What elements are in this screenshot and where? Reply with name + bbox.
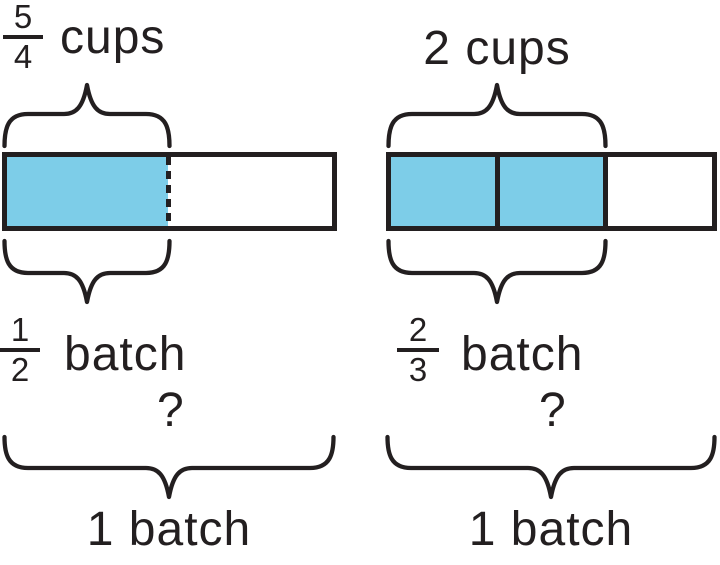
- right-tape-bar: [386, 152, 717, 231]
- right-total-label: 1 batch: [468, 503, 634, 556]
- right-lower-brace: [386, 238, 608, 305]
- right-batch-unit-label: batch: [461, 328, 584, 381]
- left-lower-brace: [2, 238, 172, 305]
- left-cups-fraction-denominator: 4: [13, 38, 33, 75]
- left-question-mark: ?: [157, 384, 184, 437]
- left-cups-fraction: 5 4: [3, 0, 43, 73]
- right-cups-label: 2 cups: [423, 22, 571, 75]
- left-upper-brace: [2, 82, 172, 149]
- left-batch-unit-label: batch: [64, 328, 187, 381]
- right-batch-fraction: 2 3: [397, 313, 439, 386]
- right-question-mark: ?: [539, 384, 566, 437]
- left-cups-fraction-numerator: 5: [3, 0, 43, 39]
- left-unshaded-cell: [168, 157, 332, 226]
- left-total-label: 1 batch: [86, 503, 252, 556]
- left-shaded-cell: [7, 157, 168, 226]
- right-shaded-cell-1: [391, 157, 500, 226]
- left-dashed-divider: [166, 157, 171, 226]
- left-batch-fraction-denominator: 2: [10, 351, 30, 388]
- right-batch-fraction-numerator: 2: [397, 313, 439, 352]
- left-batch-fraction: 1 2: [0, 313, 40, 386]
- left-batch-fraction-numerator: 1: [0, 313, 40, 352]
- right-shaded-cell-2: [499, 157, 609, 226]
- right-batch-fraction-denominator: 3: [408, 351, 428, 388]
- right-unshaded-cell: [608, 157, 712, 226]
- left-total-brace: [2, 434, 336, 500]
- left-cups-unit-label: cups: [60, 11, 166, 64]
- right-total-brace: [385, 434, 717, 500]
- right-upper-brace: [386, 82, 608, 149]
